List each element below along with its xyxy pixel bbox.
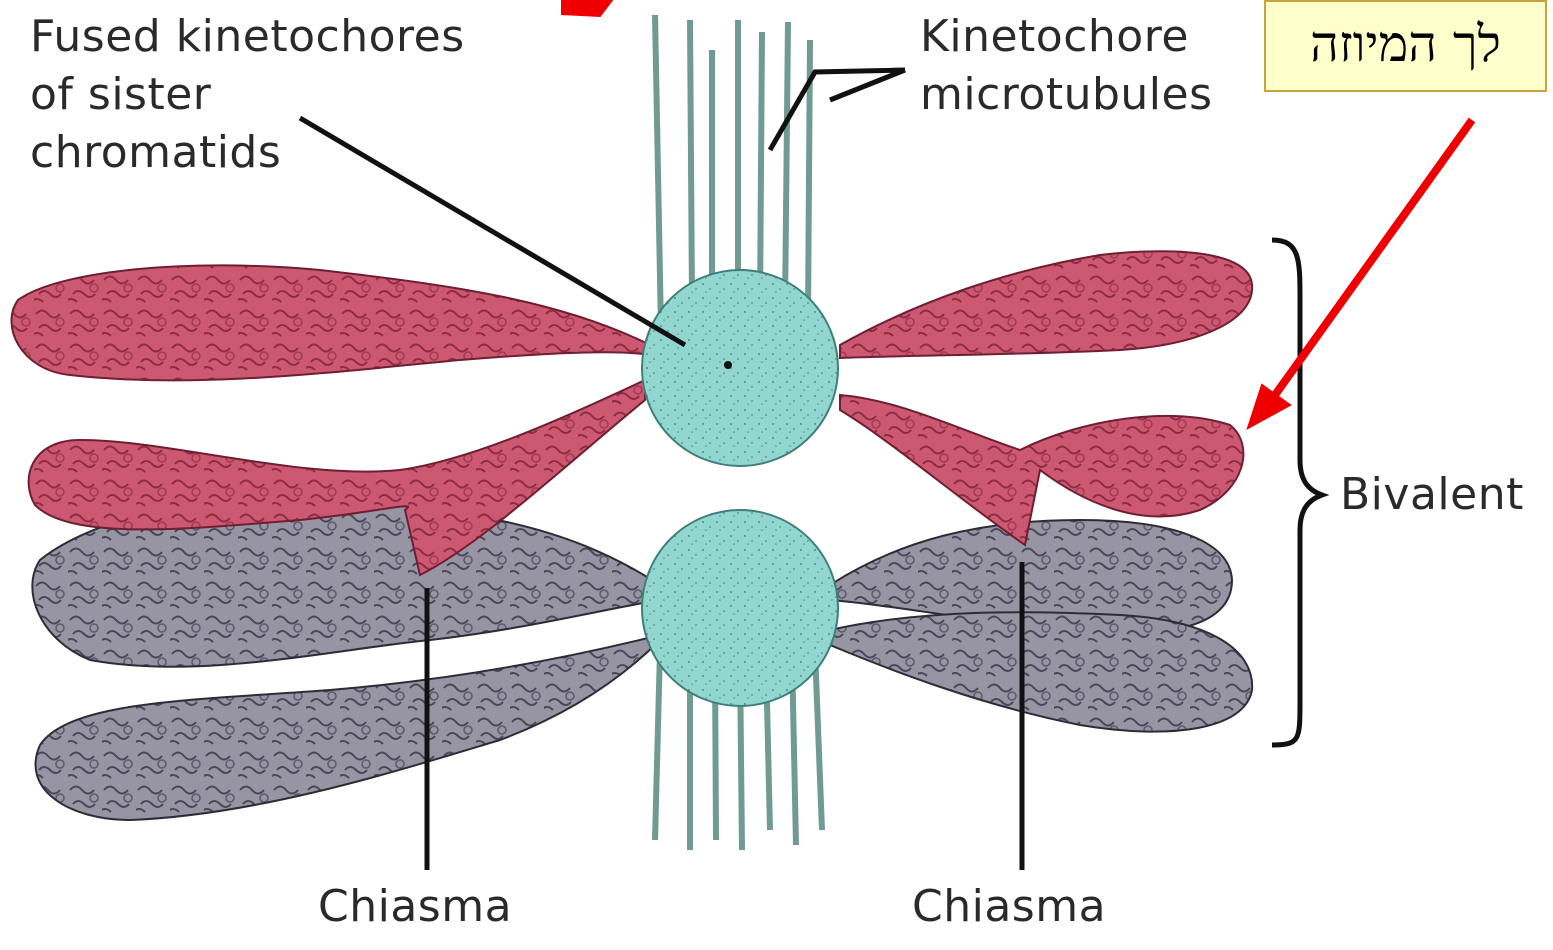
label-kinetochore-microtubules: Kinetochore microtubules [920,8,1280,124]
hebrew-note-box: לך המיוזה [1264,0,1547,92]
label-chiasma-left: Chiasma [318,878,512,936]
paternal-chromosome [32,498,1252,820]
kinetochore-upper [642,270,838,466]
label-fused-kinetochores: Fused kinetochores of sister chromatids [30,8,590,182]
label-bivalent: Bivalent [1340,466,1524,524]
bivalent-brace [1272,240,1322,745]
kinetochore-lower [642,510,838,706]
label-chiasma-right: Chiasma [912,878,1106,936]
arrowhead-icon [1248,385,1290,428]
